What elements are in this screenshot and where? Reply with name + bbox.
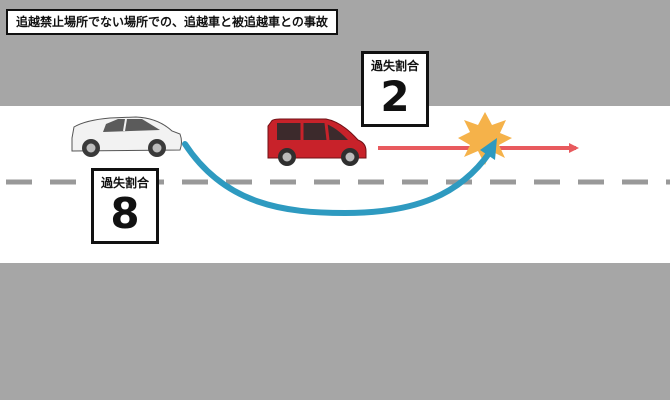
overtaking-path-arrowhead [480,138,497,160]
road-shoulder-bottom [0,263,670,400]
red-minivan-icon [267,118,367,166]
overtaken-car-fault-ratio-box: 過失割合 2 [361,51,429,127]
impact-burst-icon [458,112,512,165]
diagram-title: 追越禁止場所でない場所での、追越車と被追越車との事故 [6,9,338,35]
overtaken-fault-ratio-value: 2 [380,72,410,121]
overtaking-car-path-arrow [182,141,493,217]
overtaking-car-fault-ratio-box: 過失割合 8 [91,168,159,244]
overtaking-fault-ratio-label: 過失割合 [100,176,149,190]
overtaking-fault-ratio-value: 8 [110,189,140,238]
overtaken-fault-ratio-label: 過失割合 [370,59,419,73]
white-car-icon [71,116,182,157]
